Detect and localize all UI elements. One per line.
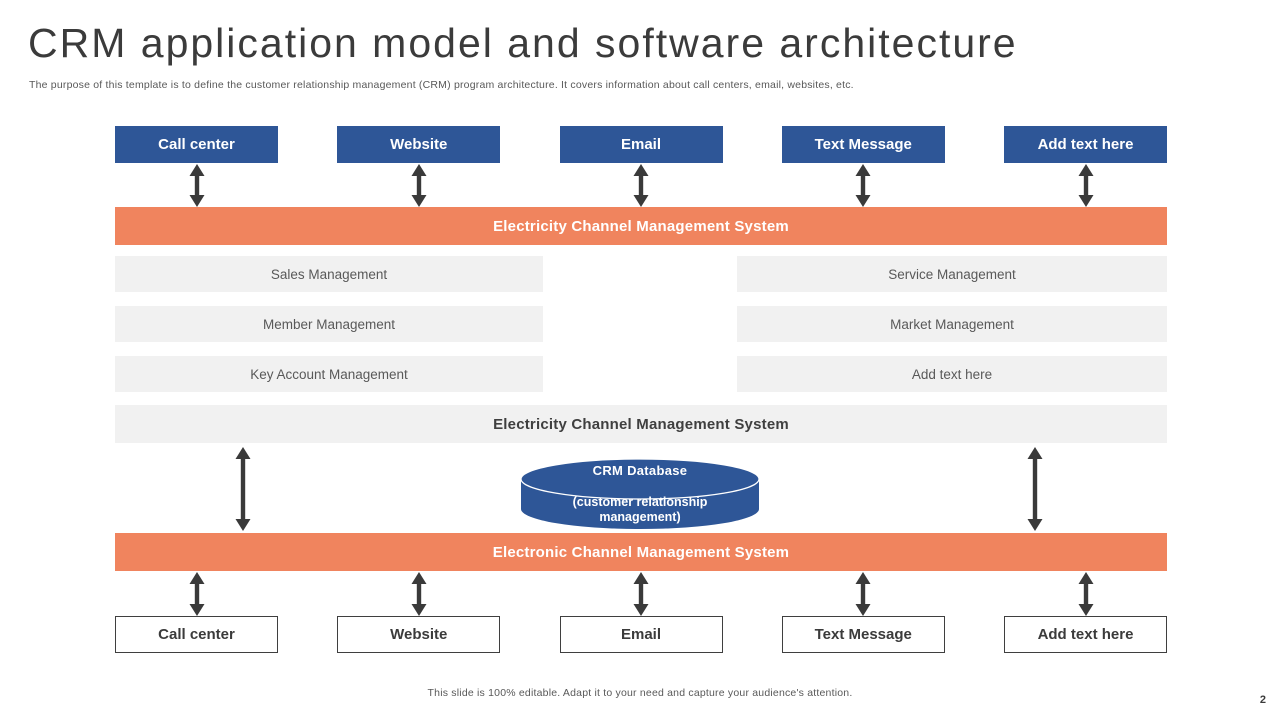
double-arrow-icon (633, 572, 649, 616)
top-channel-call-center: Call center (115, 126, 278, 163)
page-subtitle: The purpose of this template is to defin… (29, 79, 854, 91)
channel-label: Text Message (814, 626, 912, 643)
electricity-channel-bar-middle: Electricity Channel Management System (115, 405, 1167, 443)
database-cylinder-icon (520, 458, 760, 529)
double-arrow-icon (633, 164, 649, 207)
arrow-cell (115, 164, 278, 207)
top-channel-add-text: Add text here (1004, 126, 1167, 163)
arrow-cell (1004, 164, 1167, 207)
double-arrow-icon (1027, 447, 1043, 531)
database-title: CRM Database (592, 463, 688, 478)
bottom-channel-email: Email (559, 616, 723, 653)
channel-label: Add text here (1037, 136, 1134, 153)
bottom-channel-call-center: Call center (115, 616, 278, 653)
bottom-channel-add-text: Add text here (1004, 616, 1167, 653)
mgmt-box-sales: Sales Management (115, 256, 543, 292)
arrow-cell (560, 572, 723, 616)
top-arrow-row (115, 164, 1167, 207)
mgmt-label: Add text here (911, 366, 993, 382)
arrow-cell (782, 164, 945, 207)
channel-label: Website (390, 626, 448, 643)
channel-label: Call center (158, 626, 235, 643)
electricity-channel-bar-top: Electricity Channel Management System (115, 207, 1167, 245)
double-arrow-icon (411, 572, 427, 616)
mgmt-box-add-text: Add text here (737, 356, 1167, 392)
page-number: 2 (1259, 694, 1266, 706)
channel-label: Add text here (1037, 626, 1134, 643)
mgmt-label: Sales Management (270, 266, 388, 282)
bar-label: Electricity Channel Management System (493, 415, 789, 433)
mgmt-box-service: Service Management (737, 256, 1167, 292)
arrow-cell (337, 164, 500, 207)
page-title: CRM application model and software archi… (28, 20, 1018, 66)
top-channel-text-message: Text Message (781, 126, 945, 163)
top-channel-website: Website (337, 126, 501, 163)
top-channel-row: Call center Website Email Text Message A… (115, 126, 1167, 163)
double-arrow-icon (411, 164, 427, 207)
double-arrow-icon (1078, 164, 1093, 207)
mgmt-box-key-account: Key Account Management (115, 356, 543, 392)
arrow-cell (560, 164, 723, 207)
bar-label: Electricity Channel Management System (493, 217, 789, 235)
mgmt-label: Market Management (890, 316, 1014, 332)
channel-label: Text Message (814, 136, 912, 153)
arrow-cell (337, 572, 500, 616)
top-channel-email: Email (559, 126, 723, 163)
double-arrow-icon (189, 572, 204, 616)
crm-database-cylinder: CRM Database (customer relationship mana… (520, 458, 760, 530)
mgmt-label: Member Management (262, 316, 396, 332)
double-arrow-icon (855, 164, 871, 207)
channel-label: Call center (158, 136, 235, 153)
channel-label: Email (620, 136, 662, 153)
footer-note: This slide is 100% editable. Adapt it to… (427, 687, 853, 699)
mgmt-box-member: Member Management (115, 306, 543, 342)
electronic-channel-bar: Electronic Channel Management System (115, 533, 1167, 571)
bottom-channel-text-message: Text Message (781, 616, 945, 653)
double-arrow-icon (189, 164, 204, 207)
bottom-arrow-row (115, 572, 1167, 616)
mgmt-box-market: Market Management (737, 306, 1167, 342)
double-arrow-icon (235, 447, 251, 531)
bottom-channel-website: Website (337, 616, 501, 653)
arrow-cell (1004, 572, 1167, 616)
arrow-cell (782, 572, 945, 616)
bottom-channel-row: Call center Website Email Text Message A… (115, 616, 1167, 653)
double-arrow-icon (1078, 572, 1093, 616)
database-subtitle: (customer relationship management) (572, 495, 708, 524)
mgmt-label: Key Account Management (250, 366, 408, 382)
arrow-cell (115, 572, 278, 616)
mgmt-label: Service Management (888, 266, 1016, 282)
double-arrow-icon (855, 572, 871, 616)
channel-label: Website (390, 136, 448, 153)
channel-label: Email (620, 626, 662, 643)
bar-label: Electronic Channel Management System (492, 543, 790, 561)
